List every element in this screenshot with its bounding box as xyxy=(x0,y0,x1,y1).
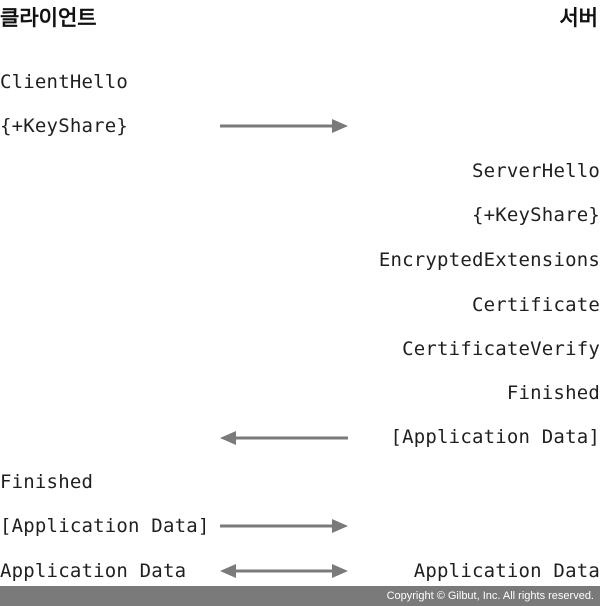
client-header: 클라이언트 xyxy=(0,6,97,30)
client-finished-label: Finished xyxy=(0,471,94,493)
arrow-bidirectional-icon xyxy=(220,564,348,578)
arrow-right-icon xyxy=(220,519,348,533)
arrow-left-icon xyxy=(220,431,348,445)
encrypted-extensions-label: EncryptedExtensions xyxy=(378,249,600,271)
copyright-footer: Copyright © Gilbut, Inc. All rights rese… xyxy=(0,586,600,606)
server-finished-label: Finished xyxy=(506,382,600,404)
server-header: 서버 xyxy=(559,6,598,30)
arrow-right-icon xyxy=(220,119,348,133)
certificate-label: Certificate xyxy=(471,294,600,316)
client-keyshare-label: {+KeyShare} xyxy=(0,115,129,137)
certificate-verify-label: CertificateVerify xyxy=(402,338,600,360)
server-app-data-bracket-label: [Application Data] xyxy=(390,426,600,448)
server-hello-label: ServerHello xyxy=(471,160,600,182)
server-keyshare-label: {+KeyShare} xyxy=(471,204,600,226)
client-app-data-label: Application Data xyxy=(0,560,187,582)
client-hello-label: ClientHello xyxy=(0,71,129,93)
server-app-data-label: Application Data xyxy=(413,560,600,582)
client-app-data-bracket-label: [Application Data] xyxy=(0,515,210,537)
